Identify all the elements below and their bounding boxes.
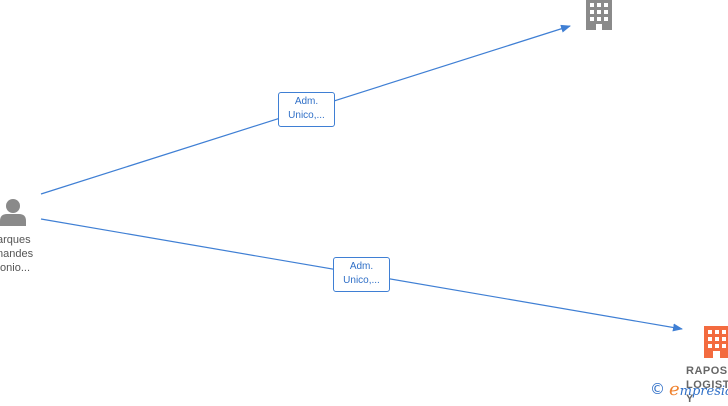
brand-logo-initial: e — [669, 378, 680, 400]
brand-logo: empresia — [669, 379, 728, 400]
watermark: © empresia — [650, 378, 728, 400]
person-icon[interactable] — [0, 199, 26, 226]
person-name-label[interactable]: arques nandes tonio... — [0, 233, 33, 275]
building-icon[interactable] — [704, 326, 728, 358]
company-name-line: RAPOS — [686, 365, 728, 377]
edge-label-line: Adm. — [349, 261, 374, 272]
brand-logo-text: mpresia — [679, 383, 728, 399]
edge-label-bottom[interactable]: Adm. Unico,... — [333, 257, 390, 292]
company-name-label[interactable]: RAPOS LOGIST Y — [686, 364, 728, 406]
person-name-line: nandes — [0, 248, 34, 260]
edge-label-top[interactable]: Adm. Unico,... — [278, 92, 335, 127]
person-name-line: arques — [0, 234, 31, 246]
building-icon[interactable] — [586, 0, 612, 30]
company-name-line: LOGIST — [686, 379, 728, 391]
edge-label-line: Unico,... — [288, 110, 325, 121]
person-name-line: tonio... — [0, 262, 31, 274]
edge-label-line: Adm. — [294, 96, 319, 107]
copyright-icon: © — [650, 380, 665, 398]
edge-label-line: Unico,... — [343, 275, 380, 286]
company-name-line: Y — [686, 393, 694, 405]
